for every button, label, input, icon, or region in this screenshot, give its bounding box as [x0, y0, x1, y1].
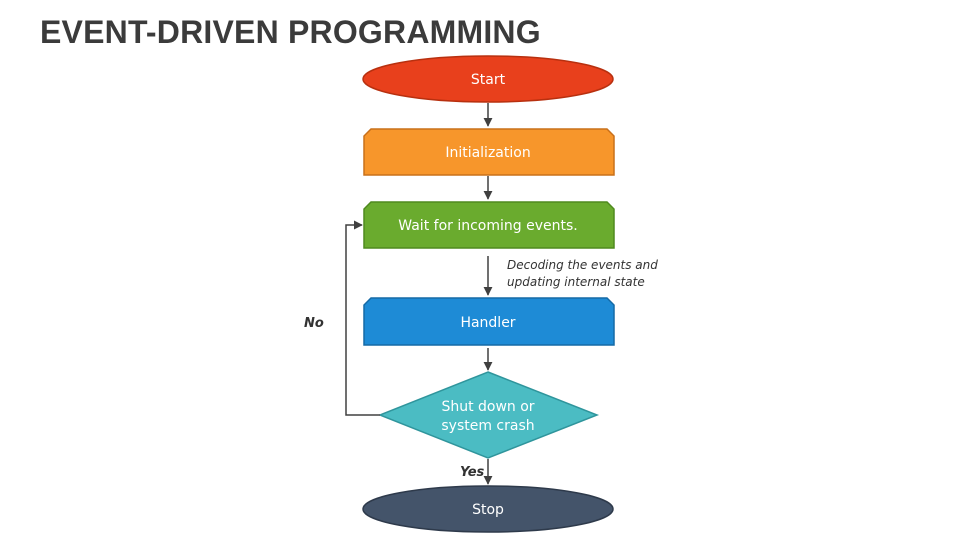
start-shape [362, 55, 614, 103]
decision-label-line2: system crash [441, 418, 534, 434]
wait-label: Wait for incoming events. [398, 218, 577, 234]
no-branch-label: No [304, 316, 324, 331]
initialization-node: Initialization [363, 128, 615, 176]
stop-label: Stop [472, 502, 504, 518]
decision-node: Shut down or system crash [377, 371, 600, 459]
initialization-label: Initialization [445, 145, 530, 161]
decision-label-line1: Shut down or [441, 399, 534, 415]
handler-label: Handler [460, 315, 515, 331]
wait-node: Wait for incoming events. [363, 201, 615, 249]
initialization-shape [363, 128, 615, 176]
start-node: Start [362, 55, 614, 103]
start-label: Start [471, 72, 506, 88]
stop-node: Stop [362, 485, 614, 533]
wait-shape [363, 201, 615, 249]
arrow-no-loop [345, 220, 380, 416]
decision-shape [377, 371, 600, 459]
stop-shape [362, 485, 614, 533]
handler-node: Handler [363, 297, 615, 346]
page-title: EVENT-DRIVEN PROGRAMMING [40, 14, 541, 50]
decoding-annotation-line1: Decoding the events and [507, 258, 658, 272]
handler-shape [363, 297, 615, 346]
yes-branch-label: Yes [460, 465, 485, 480]
decoding-annotation-line2: updating internal state [507, 275, 645, 289]
